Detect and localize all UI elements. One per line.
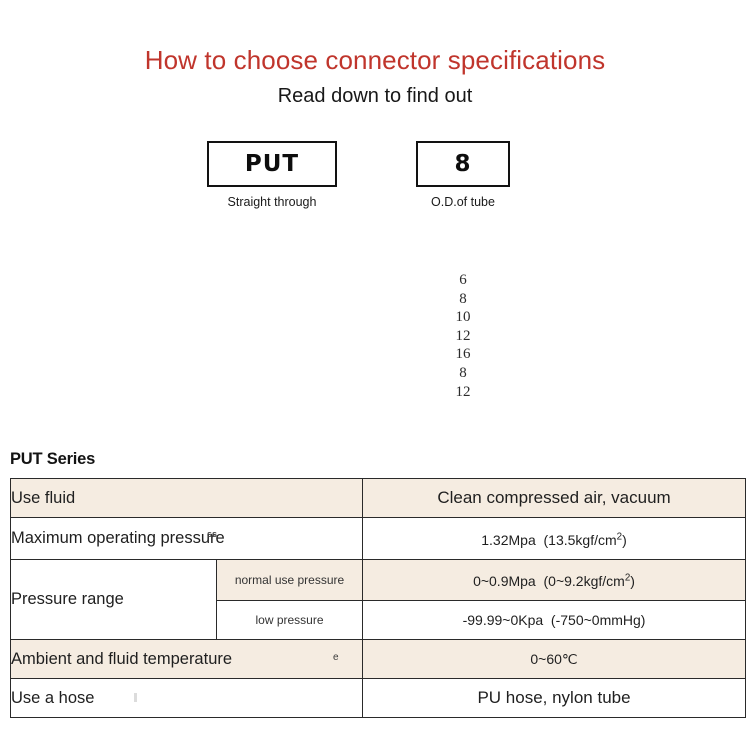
page-subtitle: Read down to find out: [277, 84, 473, 107]
page-title: How to choose connector specifications: [144, 45, 606, 75]
series-heading: PUT Series: [10, 450, 96, 468]
row-label-text: Maximum operating pressure: [11, 529, 225, 548]
row-value-normal-use-pressure: 0~0.9Mpa (0~9.2kgf/cm2): [362, 558, 747, 602]
row-value-max-operating-pressure: 1.32Mpa (13.5kgf/cm2): [362, 517, 747, 560]
row-label-text: Use a hose: [11, 689, 95, 708]
code-group-series: PUT Straight through: [207, 140, 337, 210]
scan-artifact-ss: ss: [207, 529, 218, 539]
table-row: Use fluid Clean compressed air, vacuum: [9, 478, 747, 518]
list-item: 8: [459, 290, 467, 307]
row-sublabel-normal-use-pressure: normal use pressure: [215, 558, 364, 602]
list-item: 6: [459, 272, 467, 288]
connector-code-row: PUT Straight through 8 O.D.of tube: [0, 140, 750, 221]
list-item: 10: [455, 309, 471, 326]
row-value-low-pressure: -99.99~0Kpa (-750~0mmHg): [362, 600, 747, 641]
code-box-series-text: PUT: [244, 150, 300, 177]
list-item: 12: [455, 383, 471, 400]
row-label-use-a-hose: Use a hose: [9, 678, 364, 719]
row-value-use-a-hose: PU hose, nylon tube: [362, 678, 747, 719]
specification-table: Use fluid Clean compressed air, vacuum M…: [9, 478, 747, 719]
row-label-pressure-range: Pressure range: [10, 558, 217, 641]
list-item: 8: [459, 364, 467, 381]
list-item: 12: [455, 327, 471, 344]
code-box-tube-od: 8: [416, 140, 510, 187]
tube-size-option-list: 6 8 10 12 16 8 12: [416, 271, 510, 401]
table-row: Use a hose PU hose, nylon tube: [9, 678, 747, 719]
list-item: 16: [455, 346, 471, 363]
code-group-tube-od: 8 O.D.of tube: [416, 140, 510, 210]
scan-artifact-mark: [134, 693, 137, 703]
row-value-text: 0~0.9Mpa (0~9.2kgf/cm2): [473, 572, 635, 590]
row-value-use-fluid: Clean compressed air, vacuum: [362, 478, 747, 518]
row-label-use-fluid: Use fluid: [9, 478, 364, 518]
code-caption-series: Straight through: [227, 194, 317, 209]
row-label-max-operating-pressure: Maximum operating pressure ss: [9, 517, 364, 560]
row-value-ambient-fluid-temperature: 0~60℃: [362, 639, 747, 680]
row-value-text: 1.32Mpa (13.5kgf/cm2): [481, 531, 627, 548]
scan-artifact-e: e: [333, 652, 339, 664]
row-sublabel-low-pressure: low pressure: [215, 600, 364, 641]
table-row: Ambient and fluid temperature e 0~60℃: [9, 639, 747, 680]
code-caption-tube-od: O.D.of tube: [431, 194, 495, 209]
table-row: Pressure range normal use pressure 0~0.9…: [10, 558, 747, 641]
code-box-tube-od-text: 8: [454, 150, 472, 177]
table-row: low pressure -99.99~0Kpa (-750~0mmHg): [11, 600, 747, 641]
page-header: How to choose connector specifications R…: [0, 0, 750, 107]
table-row: Maximum operating pressure ss 1.32Mpa (1…: [9, 517, 747, 560]
code-box-series: PUT: [207, 140, 337, 187]
row-label-ambient-fluid-temperature: Ambient and fluid temperature e: [9, 639, 364, 680]
row-label-text: Ambient and fluid temperature: [11, 650, 233, 669]
